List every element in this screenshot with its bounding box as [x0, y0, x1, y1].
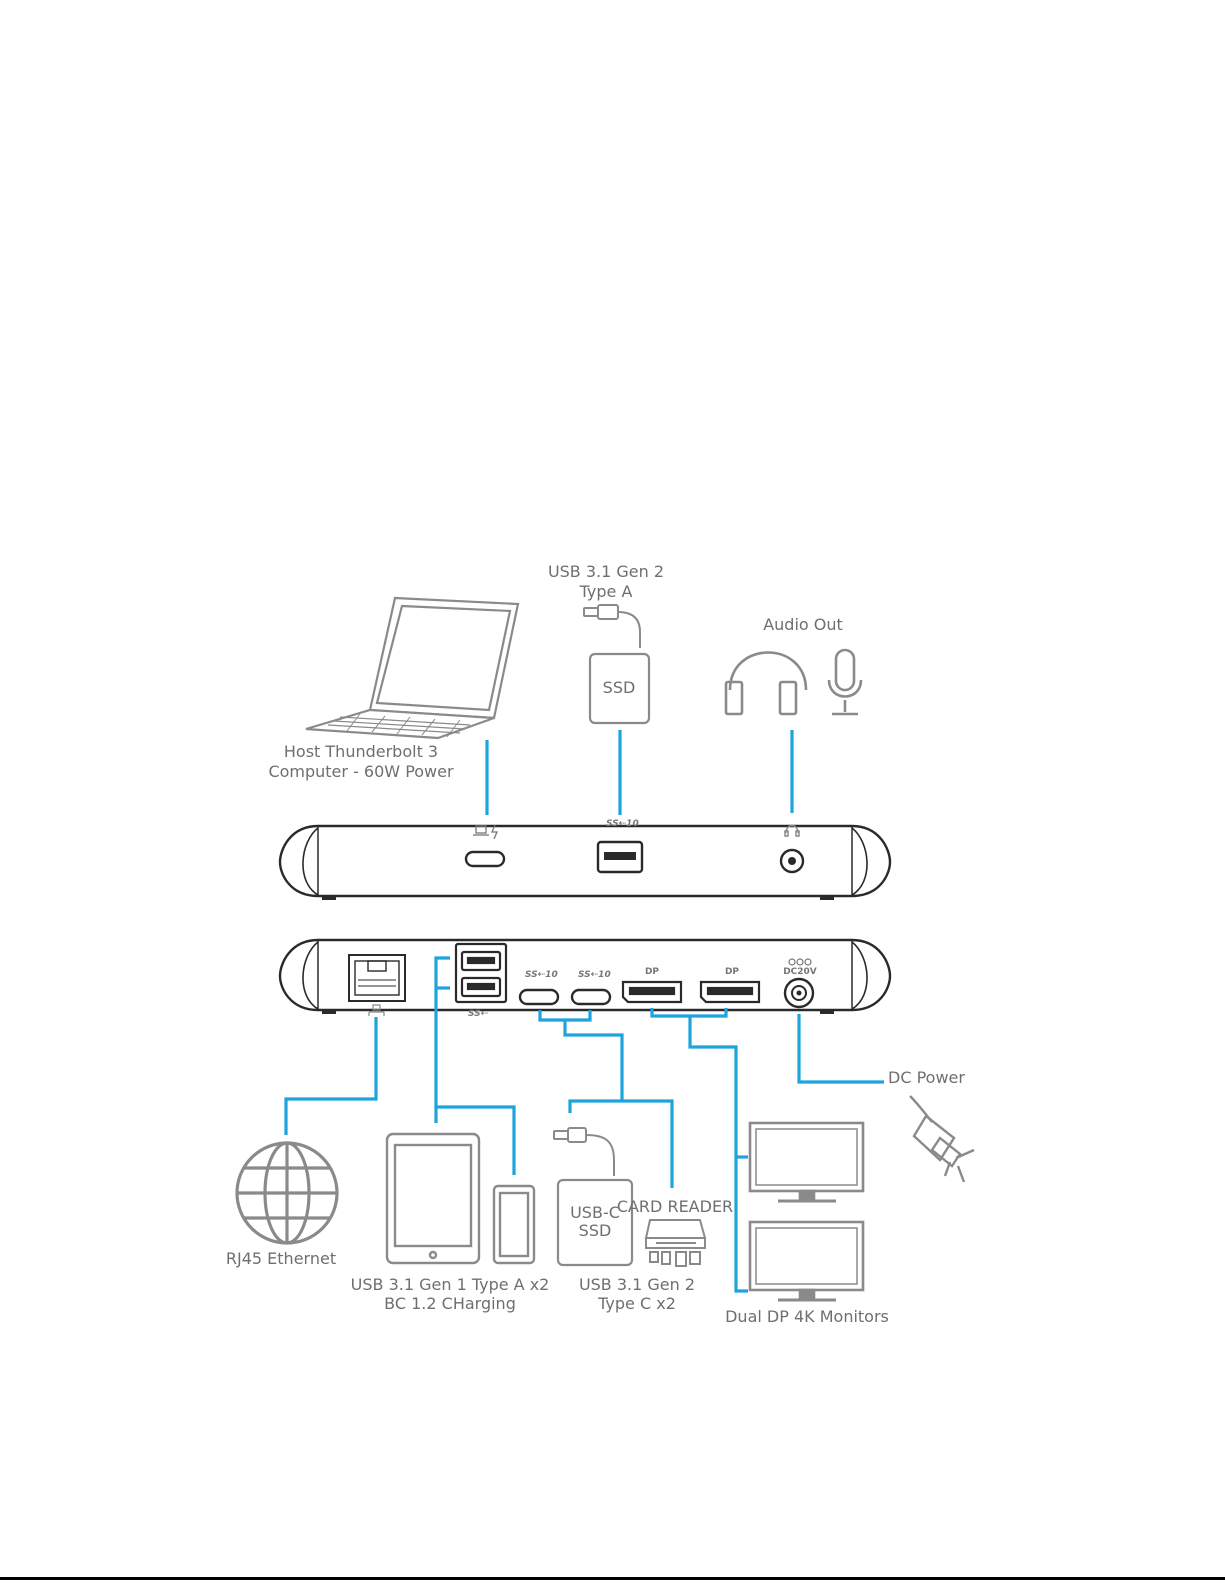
dc-power-label: DC Power	[888, 1068, 965, 1087]
power-plug-icon	[910, 1096, 974, 1182]
audio-out-label: Audio Out	[763, 615, 843, 634]
usb-c-cable-icon	[554, 1128, 614, 1176]
microphone-icon	[829, 650, 861, 714]
laptop-icon	[306, 598, 518, 738]
host-label-line2: Computer - 60W Power	[268, 762, 454, 781]
dc-power-line	[799, 1014, 884, 1082]
dp1-label: DP	[645, 967, 659, 977]
usb-a-top-label-line1: USB 3.1 Gen 2	[548, 562, 664, 581]
monitor-2-icon	[750, 1222, 863, 1300]
ethernet-line	[286, 1017, 376, 1135]
displayport-1	[623, 982, 681, 1002]
dp-trunk-line	[690, 1016, 748, 1291]
usb-a-port-front	[598, 842, 642, 872]
usb-a-top-label-line2: Type A	[579, 582, 633, 601]
globe-icon	[237, 1143, 337, 1243]
usbc2-ss10-marking: SS⇠10	[578, 970, 611, 980]
usb-c-join-line	[540, 1010, 590, 1020]
dc20v-label: DC20V	[783, 967, 817, 977]
usb-gen2-c-label-line1: USB 3.1 Gen 2	[579, 1275, 695, 1294]
ssd-label: SSD	[603, 678, 636, 697]
rj45-label: RJ45 Ethernet	[226, 1249, 336, 1268]
usb-gen2-c-label-line2: Type C x2	[597, 1294, 676, 1313]
usb-ss-marking-back: SS⇠	[468, 1009, 488, 1019]
usb-c-branch-line	[570, 1101, 672, 1188]
rj45-port	[349, 955, 405, 1001]
usb-c-trunk-line	[565, 1020, 622, 1101]
usb-c-port-2	[572, 990, 610, 1004]
audio-jack-port	[781, 850, 803, 872]
usb-a-ports-back	[456, 944, 506, 1002]
thunderbolt-port	[466, 852, 504, 866]
displayport-2	[701, 982, 759, 1002]
usb-c-port-1	[520, 990, 558, 1004]
usb-a-back-line	[436, 958, 514, 1175]
usb-c-ssd-label-line2: SSD	[579, 1221, 612, 1240]
dc-power-symbol-icon	[789, 959, 811, 965]
card-reader-icon	[646, 1220, 705, 1266]
usb-c-ssd-label-line1: USB-C	[570, 1203, 620, 1222]
phone-icon	[494, 1186, 534, 1263]
dual-dp-label: Dual DP 4K Monitors	[725, 1307, 889, 1326]
usb-gen1-label-line1: USB 3.1 Gen 1 Type A x2	[351, 1275, 550, 1294]
usb-a-cable-icon	[584, 605, 640, 648]
card-reader-label: CARD READER	[617, 1197, 733, 1216]
dc-power-port	[785, 979, 813, 1007]
host-label-line1: Host Thunderbolt 3	[284, 742, 438, 761]
usb-gen1-label-line2: BC 1.2 CHarging	[384, 1294, 516, 1313]
headphones-icon	[726, 653, 806, 715]
dock-front-panel	[280, 826, 890, 900]
usbc1-ss10-marking: SS⇠10	[525, 970, 558, 980]
tablet-icon	[387, 1134, 479, 1263]
usb-ss10-marking: SS⇠10	[606, 819, 639, 829]
dp2-label: DP	[725, 967, 739, 977]
bottom-rule	[0, 1577, 1225, 1580]
monitor-1-icon	[750, 1123, 863, 1201]
